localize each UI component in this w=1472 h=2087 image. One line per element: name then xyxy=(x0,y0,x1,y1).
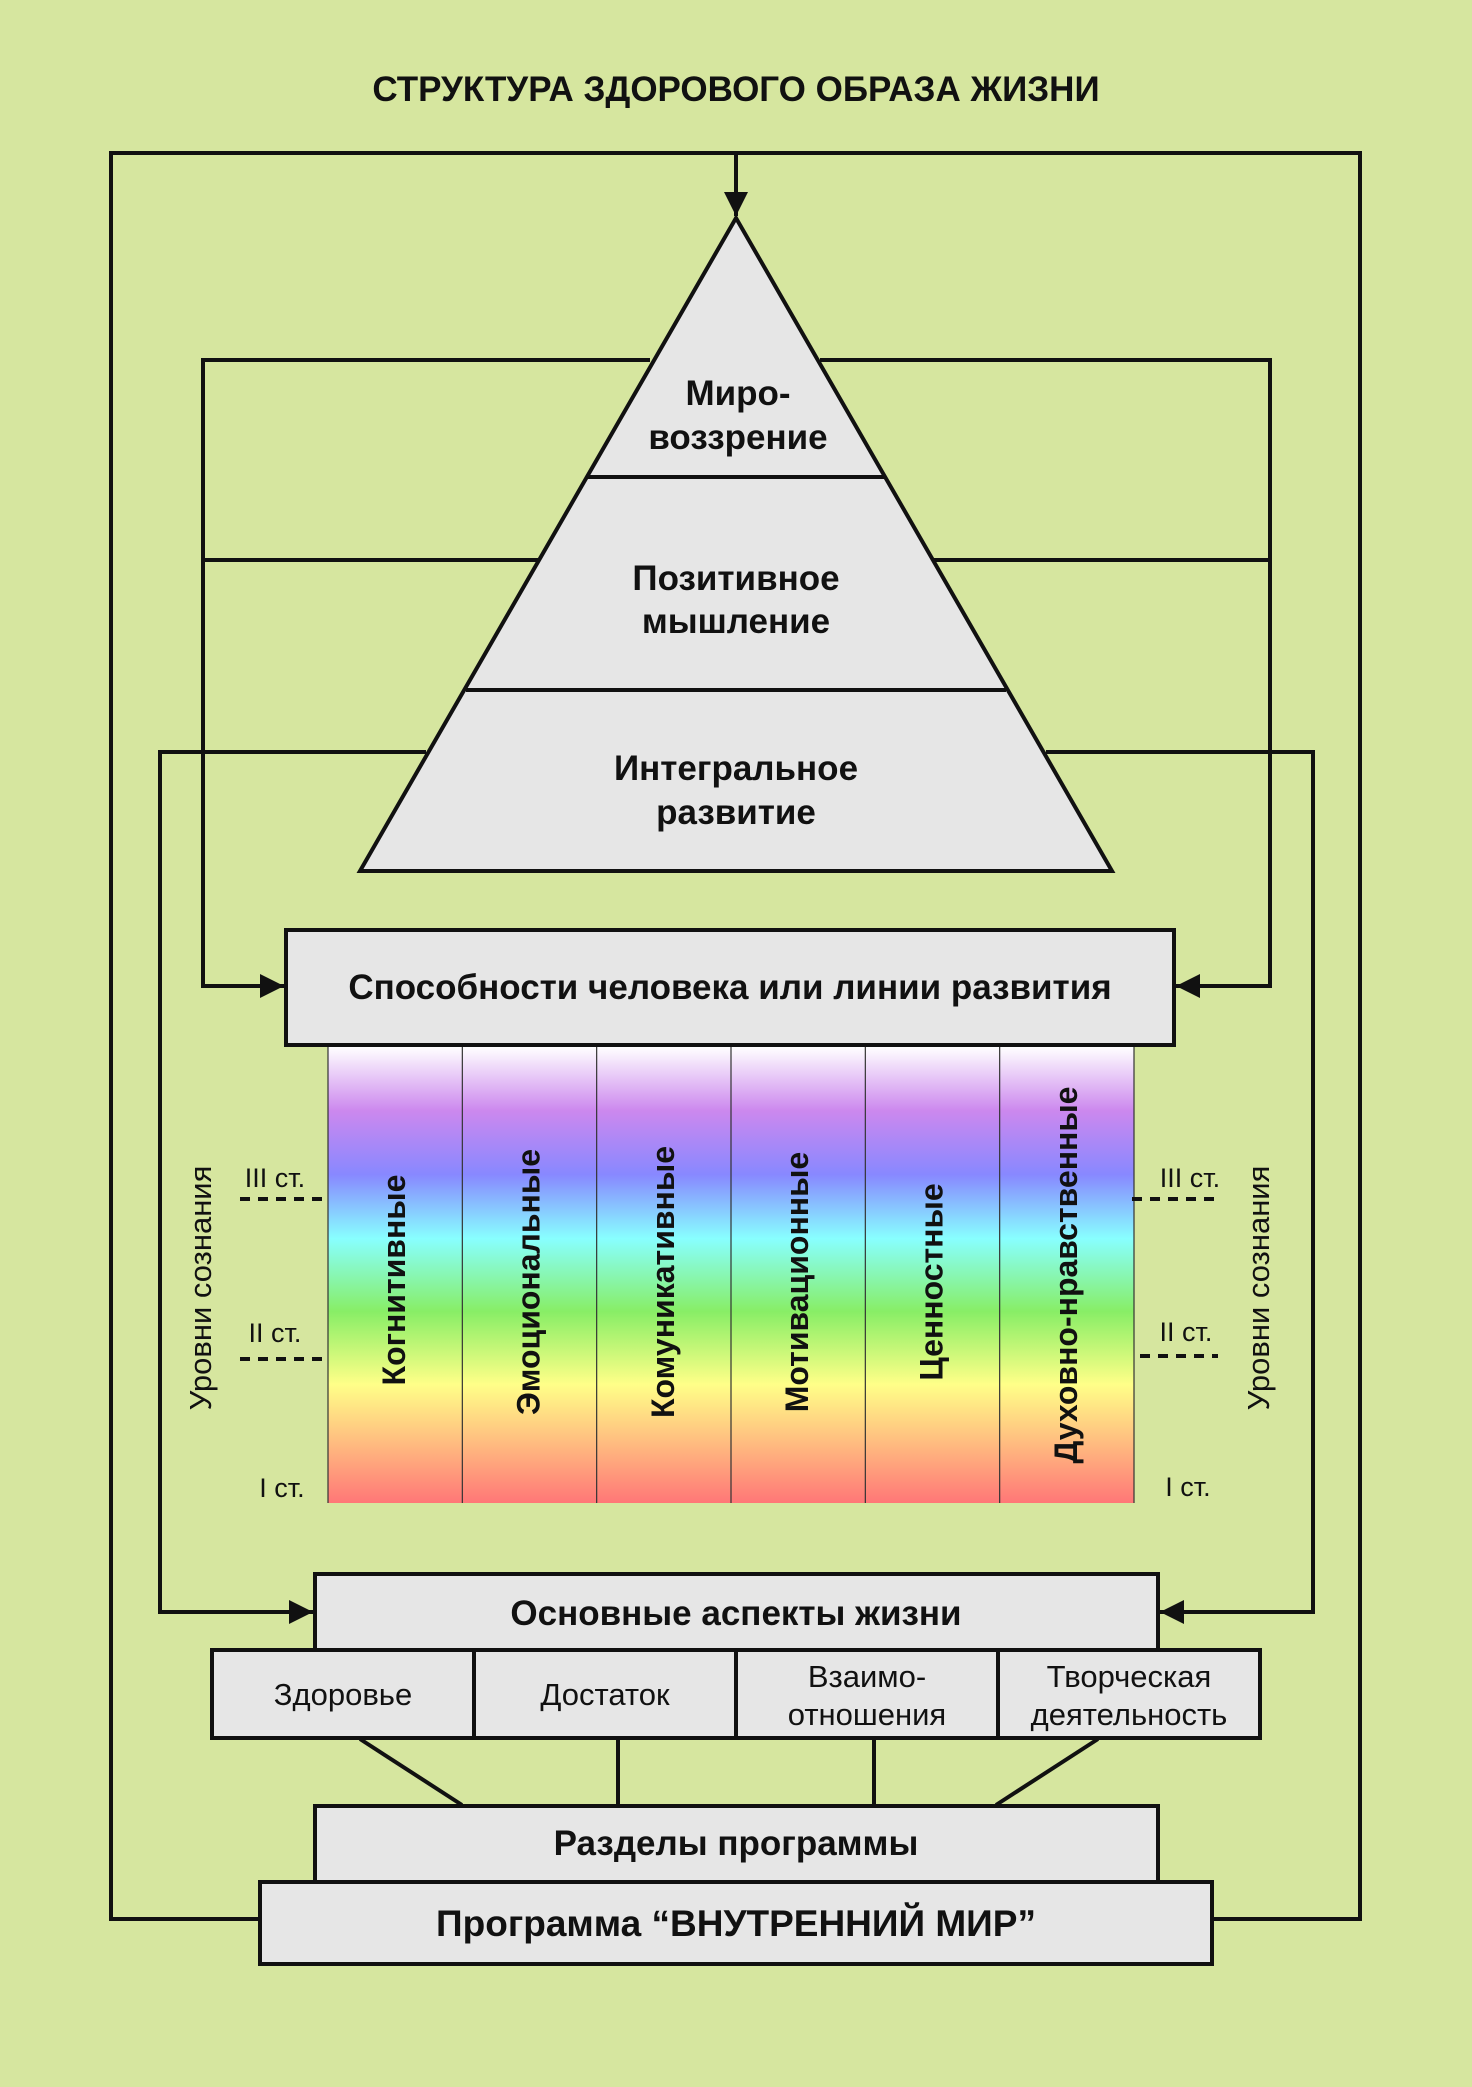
pyramid-middle-label-2: мышление xyxy=(642,602,830,641)
level-mark-right-1: I ст. xyxy=(1165,1472,1210,1502)
column-dividers xyxy=(327,1047,1135,1503)
aspect-label: Достаток xyxy=(540,1677,670,1712)
pyramid-bottom-label-2: развитие xyxy=(656,793,816,832)
upper-loop-right xyxy=(820,358,1272,998)
level-mark-left-2: II ст. xyxy=(249,1318,302,1348)
aspect-cell xyxy=(734,1648,1000,1740)
connectors xyxy=(109,151,1362,1921)
level-mark-left-3: III ст. xyxy=(245,1163,305,1193)
upper-loop-left xyxy=(201,358,650,998)
aspect-label: Творческая xyxy=(1047,1659,1212,1694)
levels-label-right: Уровни сознания xyxy=(1241,1166,1276,1411)
program-title: Программа “ВНУТРЕННИЙ МИР” xyxy=(436,1902,1036,1944)
pyramid-shape xyxy=(356,213,1116,873)
levels-label-left: Уровни сознания xyxy=(183,1166,218,1411)
development-lines: Когнитивные Эмоциональные Комуникативные Мо… xyxy=(327,1047,1135,1503)
column-label: Когнитивные xyxy=(376,1175,412,1386)
aspect-label: деятельность xyxy=(1031,1697,1228,1732)
levels-right: Уровни сознания III ст. II ст. I ст. xyxy=(1132,1163,1276,1502)
abilities-box xyxy=(284,928,1176,1047)
sections-box xyxy=(313,1804,1160,1884)
column-label: Ценностные xyxy=(914,1183,950,1380)
aspect-label: Здоровье xyxy=(274,1677,412,1712)
level-mark-right-2: II ст. xyxy=(1160,1317,1213,1347)
aspect-label: отношения xyxy=(788,1697,946,1732)
lower-loop-left xyxy=(158,750,426,1624)
level-mark-left-1: I ст. xyxy=(259,1473,304,1503)
column-label: Духовно-нравственные xyxy=(1048,1087,1084,1464)
pyramid: Миро- воззрение Позитивное мышление Инте… xyxy=(356,213,1116,873)
aspects-box xyxy=(313,1572,1160,1652)
program-box xyxy=(258,1880,1214,1966)
abilities-title: Способности человека или линии развития xyxy=(348,968,1111,1007)
pyramid-bottom-label-1: Интегральное xyxy=(614,749,858,788)
pyramid-top-label-2: воззрение xyxy=(648,418,827,457)
column-labels: Когнитивные Эмоциональные Комуникативные Мо… xyxy=(376,1087,1084,1464)
aspect-items: Здоровье Достаток Взаимо-отношения Творческ… xyxy=(210,1648,1262,1740)
aspect-link-4 xyxy=(994,1737,1100,1807)
lower-loop-right xyxy=(1046,750,1315,1624)
level-mark-right-3: III ст. xyxy=(1160,1163,1220,1193)
aspect-cell xyxy=(996,1648,1262,1740)
aspect-label: Взаимо- xyxy=(808,1659,926,1694)
pyramid-middle-label-1: Позитивное xyxy=(632,559,839,598)
levels-left: Уровни сознания III ст. II ст. I ст. xyxy=(183,1163,326,1503)
diagram-title: СТРУКТУРА ЗДОРОВОГО ОБРАЗА ЖИЗНИ xyxy=(372,70,1099,109)
column-label: Эмоциональные xyxy=(511,1149,547,1415)
pyramid-top-label-1: Миро- xyxy=(685,374,790,413)
aspect-link-1 xyxy=(358,1737,464,1807)
aspect-cell xyxy=(472,1648,738,1740)
column-label: Мотивационные xyxy=(779,1152,815,1412)
sections-title: Разделы программы xyxy=(554,1824,919,1863)
column-label: Комуникативные xyxy=(645,1146,681,1418)
aspects-title: Основные аспекты жизни xyxy=(510,1594,961,1633)
